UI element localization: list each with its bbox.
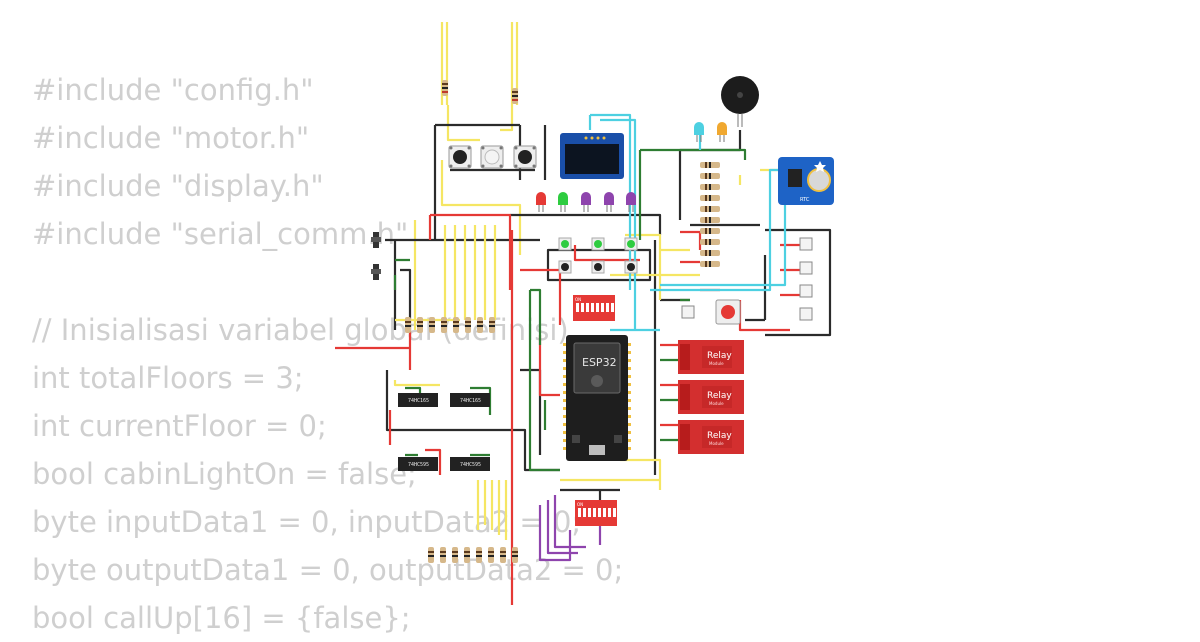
led-purple [626,192,636,212]
resistor-bank-right [700,162,720,267]
code-line: byte outputData1 = 0, outputData2 = 0; [32,553,624,587]
shift-register-chip: 74HC165 [398,393,438,407]
relay-module: Relay Module [678,340,744,374]
wire [446,105,514,142]
slide-switches [371,232,381,280]
relay-module: Relay Module [678,380,744,414]
chip-label: 74HC595 [408,462,429,468]
relay-module: Relay Module [678,420,744,454]
wire [413,160,522,330]
wire [443,225,497,320]
tactile-button [624,260,638,274]
wire [476,480,508,540]
relay-sublabel: Module [709,441,724,446]
wire [560,233,690,490]
wire [543,298,690,430]
wire [660,230,702,427]
limit-switches [681,237,813,321]
rtc-label: RTC [800,197,810,203]
relay-label: Relay [707,431,732,441]
shift-registers: 74HC165 74HC165 74HC595 74HC595 [398,393,490,471]
limit-switch [799,237,813,251]
limit-switch [799,261,813,275]
shift-register-chip: 74HC595 [398,457,438,471]
tactile-button [558,237,572,251]
wire [388,335,560,475]
relay-label: Relay [707,391,732,401]
dip-switch-label: ON [577,502,583,507]
code-background: #include "config.h" #include "motor.h" #in… [32,66,623,642]
slide-switch [371,264,381,280]
wires [335,22,832,605]
push-buttons [448,145,537,169]
led-purple [604,192,614,212]
led-cyan [694,122,704,142]
tactile-button [591,260,605,274]
code-line: bool callUp[16] = {false}; [32,601,411,635]
relay-sublabel: Module [709,401,724,406]
wire [678,130,760,227]
code-line: int currentFloor = 0; [32,409,327,443]
wire [440,22,519,105]
tactile-button [624,237,638,251]
code-line: #include "display.h" [32,169,324,203]
code-line: byte inputData1 = 0, inputData2 = 0; [32,505,582,539]
wire [385,238,540,330]
shift-register-chip: 74HC165 [450,393,490,407]
resistor [512,88,518,104]
limit-switch [799,284,813,298]
dip-switch-label: ON [575,297,581,302]
wire [660,358,680,442]
wire [538,495,602,562]
wire [405,386,492,457]
dip-switch-bottom: ON [575,500,617,526]
code-line: int totalFloors = 3; [32,361,304,395]
dip-switch-top: ON [573,295,615,321]
esp32-label: ESP32 [582,356,617,369]
tactile-button [591,237,605,251]
led-orange [717,122,727,142]
wire [393,148,747,290]
buzzer [721,76,759,127]
relay-modules: Relay Module Relay Module Relay Module [678,340,744,454]
wire [588,113,790,330]
relay-sublabel: Module [709,361,724,366]
code-line: // Inisialisasi variabel global (definis… [32,313,569,347]
push-button [513,145,537,169]
shift-register-chip: 74HC595 [450,457,490,471]
chip-label: 74HC165 [460,398,481,404]
button-grid [558,237,638,274]
resistor-bank-left [405,317,495,333]
resistor [442,80,448,96]
tactile-button [558,260,572,274]
slide-switch [371,232,381,248]
wire [393,318,460,387]
wire [335,213,514,605]
chip-label: 74HC595 [460,462,481,468]
code-line: #include "serial_comm.h" [32,217,409,251]
esp32-board: ESP32 [563,335,631,461]
relay-label: Relay [707,351,732,361]
rtc-module: RTC [778,157,834,205]
led-green [558,192,568,212]
leds [536,122,727,212]
wire [745,228,832,337]
limit-switch [681,305,695,319]
code-line: #include "motor.h" [32,121,310,155]
code-line: bool cabinLightOn = false; [32,457,417,491]
red-push-button [715,299,741,325]
wire [528,288,560,472]
resistors [405,80,720,563]
limit-switch [799,307,813,321]
resistor-bank-bottom [428,547,518,563]
push-button [480,145,504,169]
led-red [536,192,546,212]
wire [433,123,547,240]
oled-display [560,133,624,179]
chip-label: 74HC165 [408,398,429,404]
push-button [448,145,472,169]
led-purple [581,192,591,212]
code-line: #include "config.h" [32,73,314,107]
